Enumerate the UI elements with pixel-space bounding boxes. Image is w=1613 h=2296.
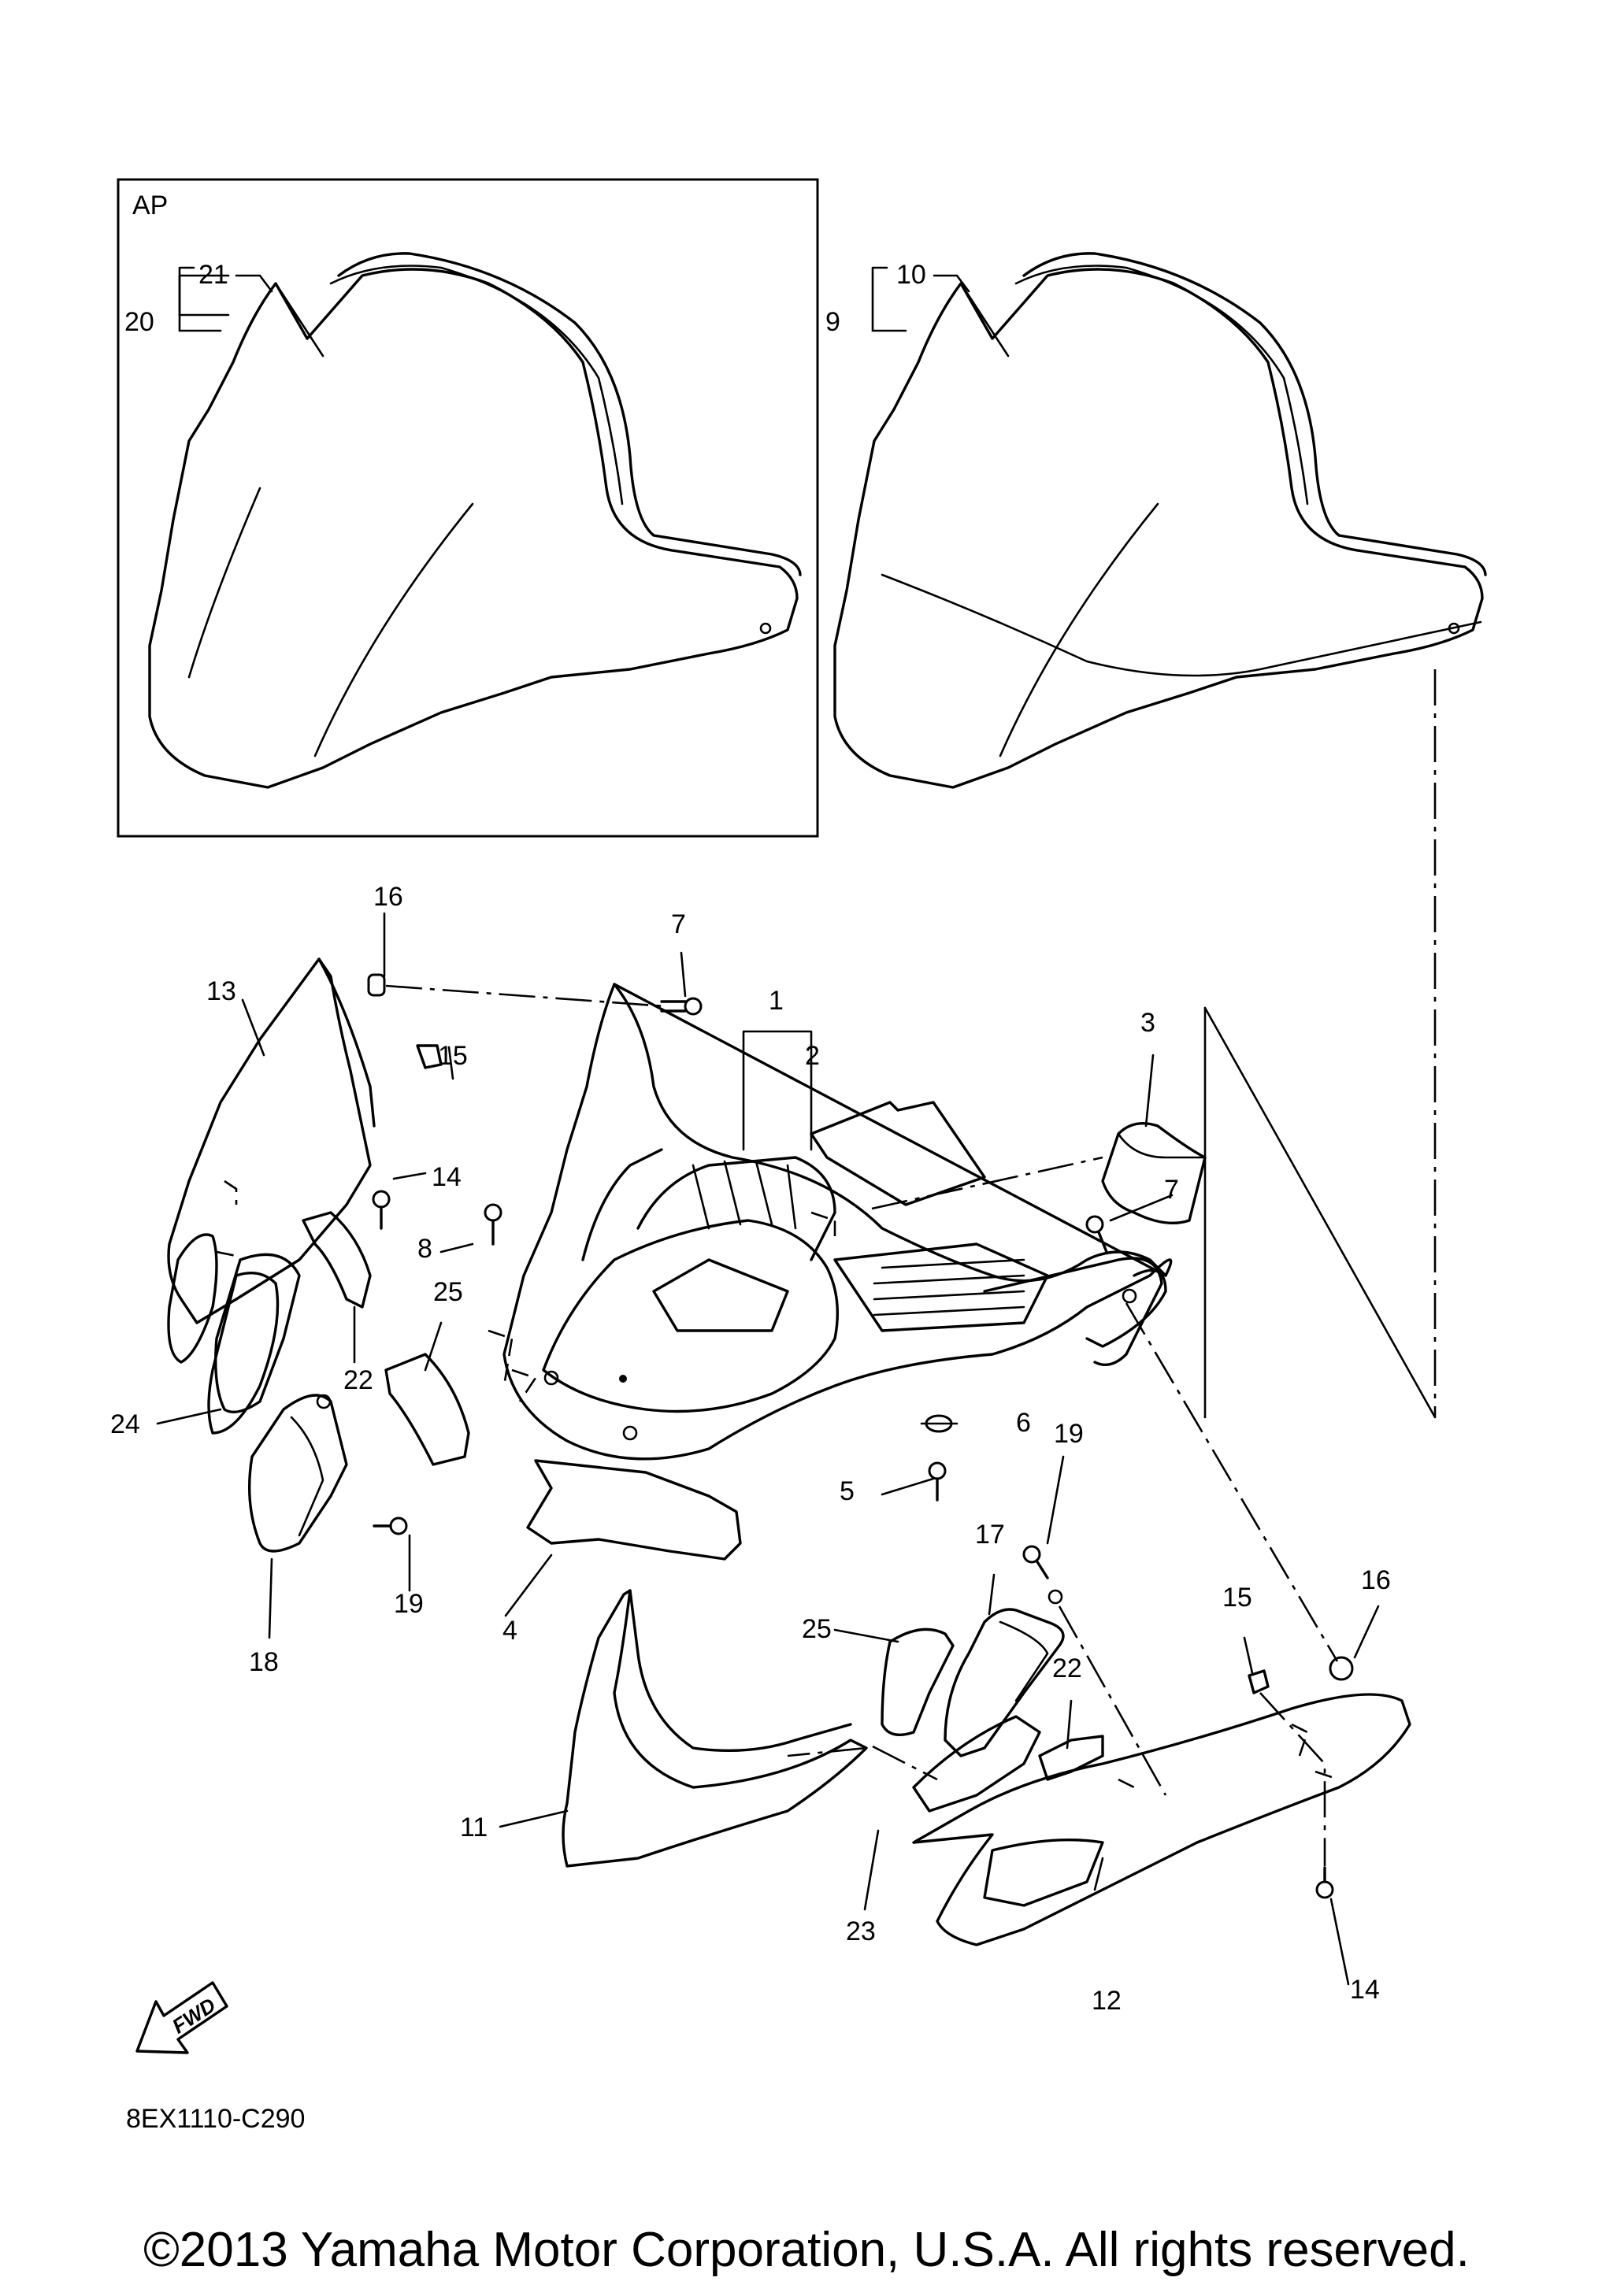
callout-20: 20 <box>124 307 154 337</box>
leader-lines <box>156 266 1380 1986</box>
callout-15-upper: 15 <box>438 1041 468 1071</box>
callout-9: 9 <box>825 307 840 337</box>
inset-box: AP <box>117 178 819 838</box>
cowling-inner-sheet <box>810 1101 986 1206</box>
callout-18: 18 <box>249 1647 279 1677</box>
callout-7-right: 7 <box>1164 1175 1179 1205</box>
air-duct-17 <box>944 1589 1065 1757</box>
windshield <box>833 252 1487 789</box>
callout-17: 17 <box>975 1520 1005 1550</box>
callout-25-left: 25 <box>433 1277 463 1307</box>
callout-14-lower: 14 <box>1350 1975 1380 2005</box>
callout-16-lower: 16 <box>1361 1565 1391 1595</box>
damper-3 <box>1101 1122 1207 1225</box>
callout-22-right: 22 <box>1052 1653 1082 1683</box>
callout-15-lower: 15 <box>1222 1583 1252 1613</box>
callout-2: 2 <box>805 1041 820 1071</box>
callout-19-left: 19 <box>394 1589 424 1619</box>
fasteners-upper <box>367 973 1108 1535</box>
callout-3: 3 <box>1140 1008 1155 1038</box>
callout-16-upper: 16 <box>373 882 403 912</box>
callout-10: 10 <box>896 260 926 290</box>
callout-11: 11 <box>460 1813 488 1842</box>
fwd-arrow-icon: FWD <box>135 1981 228 2054</box>
cowling-stay <box>1085 1268 1167 1348</box>
side-cover-24 <box>214 1253 301 1413</box>
lower-cowling-12 <box>912 1693 1411 1946</box>
callout-4: 4 <box>502 1616 517 1646</box>
damper-22-left <box>302 1211 372 1309</box>
windshield-optional <box>148 252 802 789</box>
diagram-code: 8EX1110-C290 <box>126 2104 305 2134</box>
fasteners-lower <box>1022 1545 1354 1899</box>
under-panel-4 <box>526 1459 742 1561</box>
callout-14-upper: 14 <box>432 1162 462 1192</box>
inner-cover-23 <box>912 1715 1041 1813</box>
alignment-lines <box>385 669 1437 1866</box>
callout-23: 23 <box>846 1916 876 1946</box>
callout-12: 12 <box>1092 1986 1122 2016</box>
callout-1: 1 <box>769 986 784 1016</box>
damper-22-right <box>1038 1735 1104 1781</box>
callout-6: 6 <box>1016 1408 1031 1438</box>
callout-24: 24 <box>110 1409 140 1439</box>
side-panel-13 <box>167 957 376 1435</box>
callout-7-upper: 7 <box>671 909 686 939</box>
damper-25-left <box>384 1353 470 1466</box>
callout-21: 21 <box>198 260 228 290</box>
callout-19-right: 19 <box>1054 1419 1084 1449</box>
callout-22-left: 22 <box>343 1365 373 1395</box>
callout-8: 8 <box>417 1234 432 1264</box>
fwd-label: FWD <box>168 1993 220 2039</box>
inset-label: AP <box>132 191 168 220</box>
callout-5: 5 <box>840 1476 855 1506</box>
air-duct-18 <box>247 1394 348 1553</box>
callouts: 20 21 9 10 16 7 13 15 14 1 2 3 7 8 25 22… <box>110 260 1391 2016</box>
callout-25-right: 25 <box>802 1614 832 1644</box>
callout-13: 13 <box>206 976 236 1006</box>
reference-lines <box>1203 1006 1437 1419</box>
damper-25-right <box>881 1628 955 1736</box>
upper-cowling <box>488 983 1173 1461</box>
copyright-notice: ©2013 Yamaha Motor Corporation, U.S.A. A… <box>143 2223 1470 2277</box>
